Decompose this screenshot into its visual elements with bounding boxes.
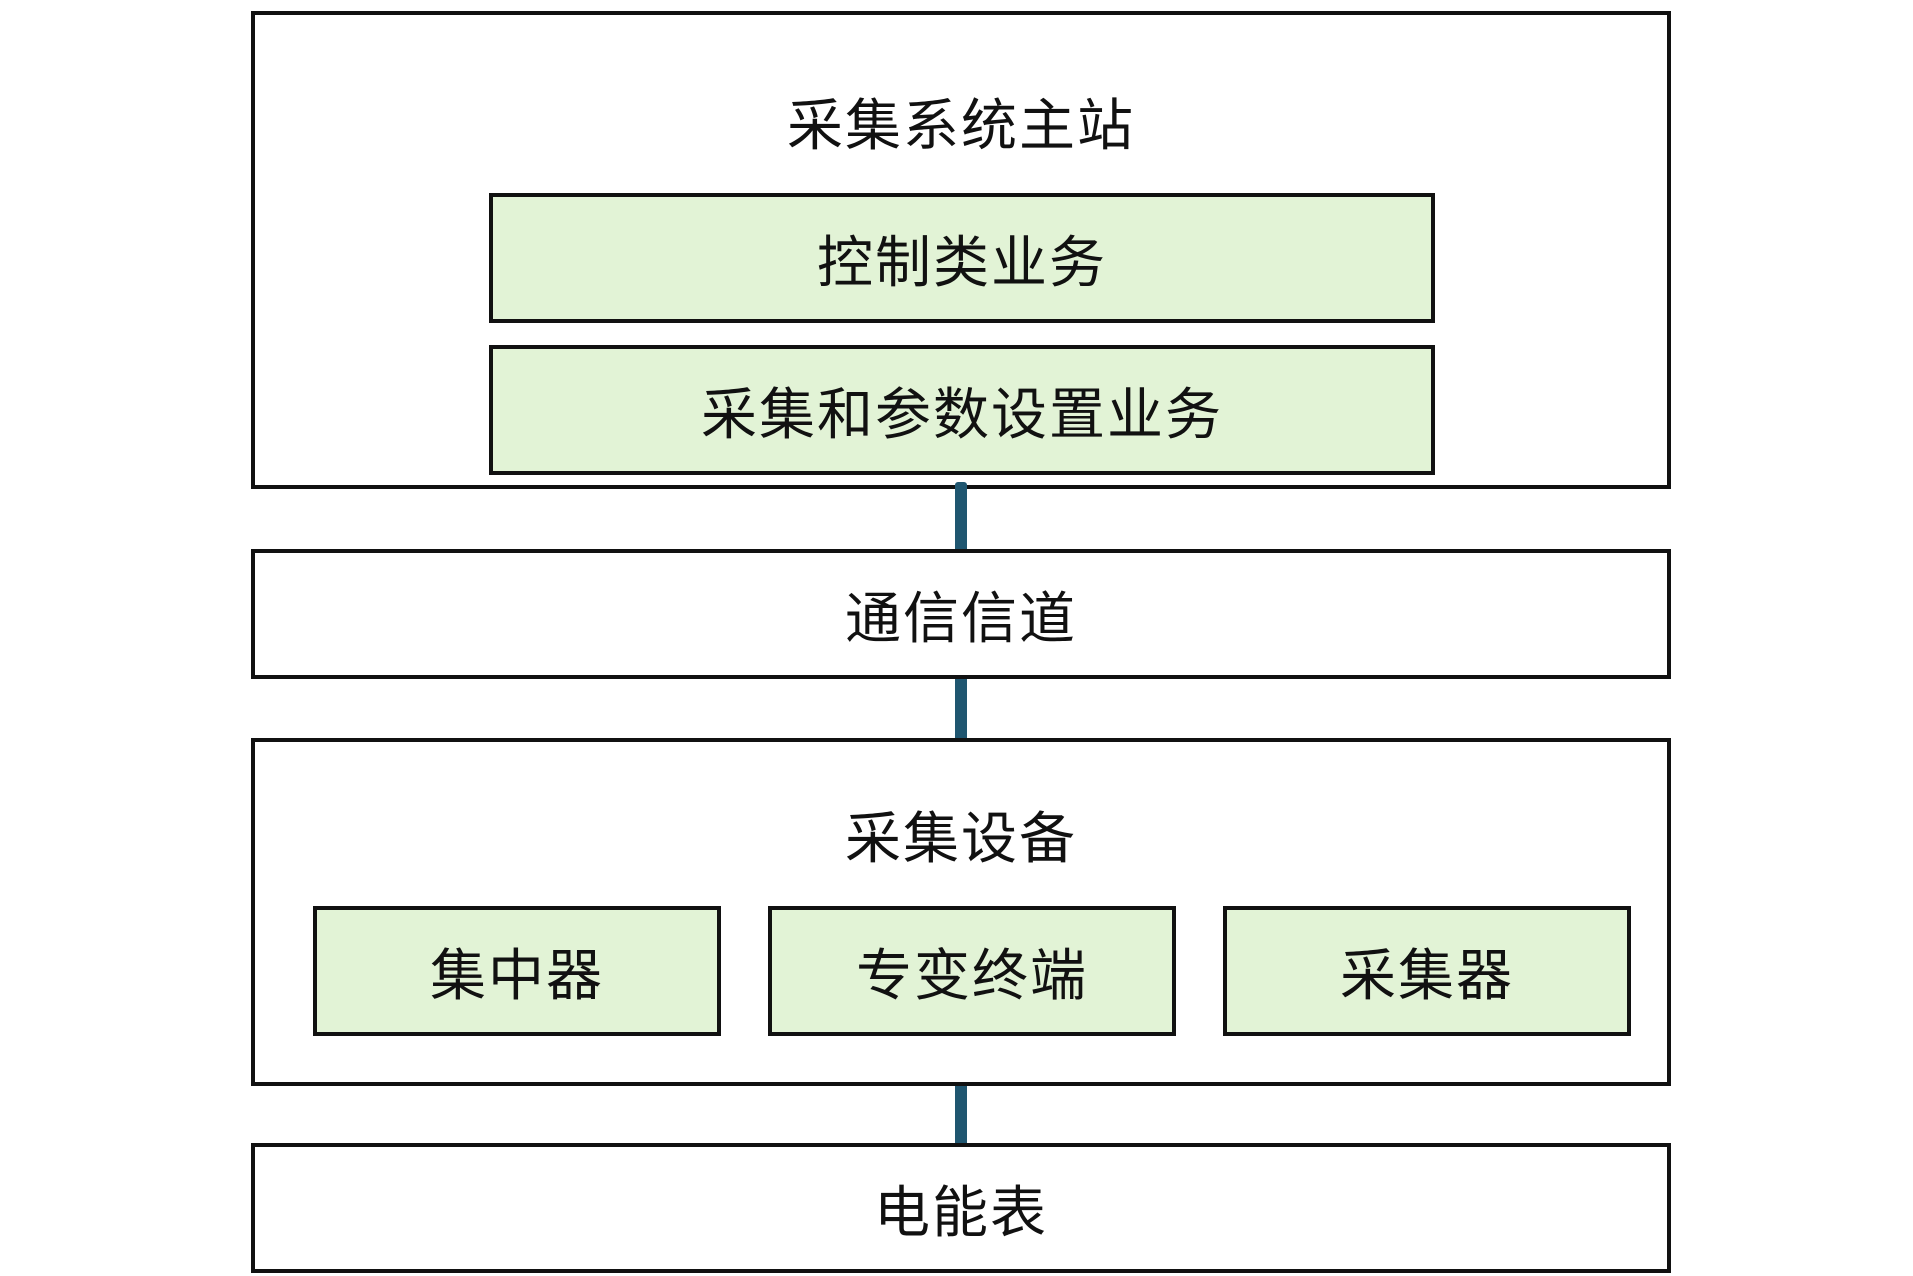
collector-label: 采集器 — [1340, 943, 1514, 1009]
connector-equipment-to-meter — [955, 1078, 967, 1150]
concentrator-label: 集中器 — [430, 943, 604, 1009]
master-station-title: 采集系统主站 — [787, 94, 1135, 159]
collector-box: 采集器 — [1223, 906, 1631, 1036]
special-transformer-terminal-label: 专变终端 — [856, 943, 1088, 1009]
collection-parameter-service-label: 采集和参数设置业务 — [701, 382, 1223, 448]
collection-equipment-title: 采集设备 — [845, 807, 1077, 872]
communication-channel-label: 通信信道 — [845, 586, 1077, 652]
connector-channel-to-equipment — [955, 672, 967, 746]
collection-parameter-service-box: 采集和参数设置业务 — [489, 345, 1435, 475]
electricity-meter-label: 电能表 — [874, 1180, 1048, 1246]
control-service-box: 控制类业务 — [489, 193, 1435, 323]
control-service-label: 控制类业务 — [817, 230, 1107, 296]
connector-master-to-channel — [955, 482, 967, 557]
special-transformer-terminal-box: 专变终端 — [768, 906, 1176, 1036]
electricity-meter-box: 电能表 — [251, 1143, 1671, 1273]
communication-channel-box: 通信信道 — [251, 549, 1671, 679]
concentrator-box: 集中器 — [313, 906, 721, 1036]
